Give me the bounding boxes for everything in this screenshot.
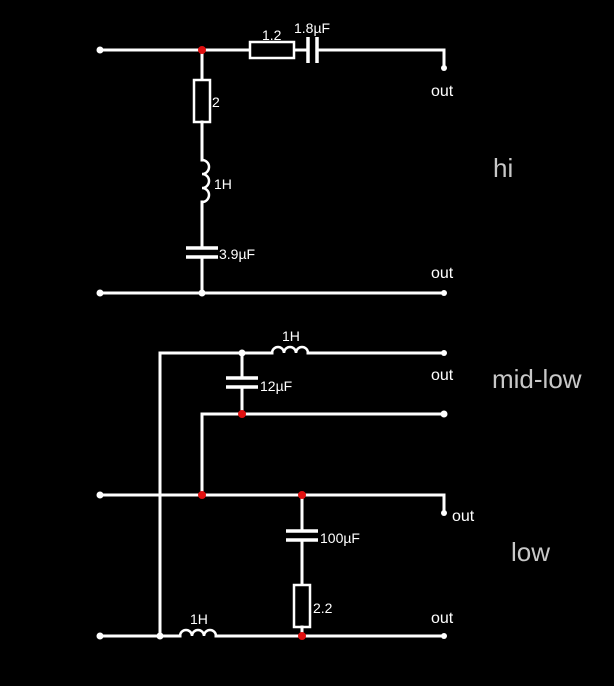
terminal-node	[440, 410, 448, 418]
inductor-1h-mid-symbol	[270, 345, 310, 354]
terminal-node	[96, 46, 104, 54]
label-out: out	[431, 83, 454, 100]
junction-node	[238, 349, 246, 357]
resistor-1-2-symbol	[248, 40, 296, 60]
resistor-2-2-symbol	[292, 583, 312, 629]
low-section: 100µF 2.2 1H out out low	[96, 491, 550, 640]
mid-low-section: 1H 12µF out mid-low	[158, 328, 582, 638]
label-capacitor-1-8uf: 1.8µF	[294, 20, 330, 36]
section-title-low: low	[511, 537, 550, 567]
terminal-node	[96, 289, 104, 297]
section-title-mid-low: mid-low	[492, 364, 582, 394]
label-out: out	[452, 508, 475, 525]
label-resistor-1-2: 1.2	[262, 27, 282, 43]
label-capacitor-3-9uf: 3.9µF	[219, 246, 255, 262]
section-title-hi: hi	[493, 153, 513, 183]
label-out: out	[431, 265, 454, 282]
inductor-1h-symbol	[201, 158, 211, 204]
junction-node	[198, 46, 206, 54]
label-out: out	[431, 367, 454, 384]
terminal-node	[441, 65, 447, 71]
junction-node	[298, 491, 306, 499]
junction-node	[238, 410, 246, 418]
junction-node	[156, 632, 164, 640]
label-resistor-2: 2	[212, 94, 220, 110]
terminal-node	[441, 633, 447, 639]
label-inductor-1h-mid: 1H	[282, 328, 300, 344]
label-capacitor-100uf: 100µF	[320, 530, 360, 546]
resistor-2-symbol	[192, 78, 212, 124]
terminal-node	[96, 632, 104, 640]
label-resistor-2-2: 2.2	[313, 600, 333, 616]
terminal-node	[441, 510, 447, 516]
label-out: out	[431, 610, 454, 627]
junction-node	[198, 491, 206, 499]
junction-node	[198, 289, 206, 297]
label-inductor-1h-low: 1H	[190, 611, 208, 627]
hi-section: 1.2 1.8µF 2 1H 3.9µF out out hi	[96, 20, 513, 297]
terminal-node	[96, 491, 104, 499]
terminal-node	[441, 350, 447, 356]
label-inductor-1h: 1H	[214, 176, 232, 192]
label-capacitor-12uf: 12µF	[260, 378, 292, 394]
inductor-1h-low-symbol	[178, 628, 218, 637]
terminal-node	[441, 290, 447, 296]
junction-node	[298, 632, 306, 640]
